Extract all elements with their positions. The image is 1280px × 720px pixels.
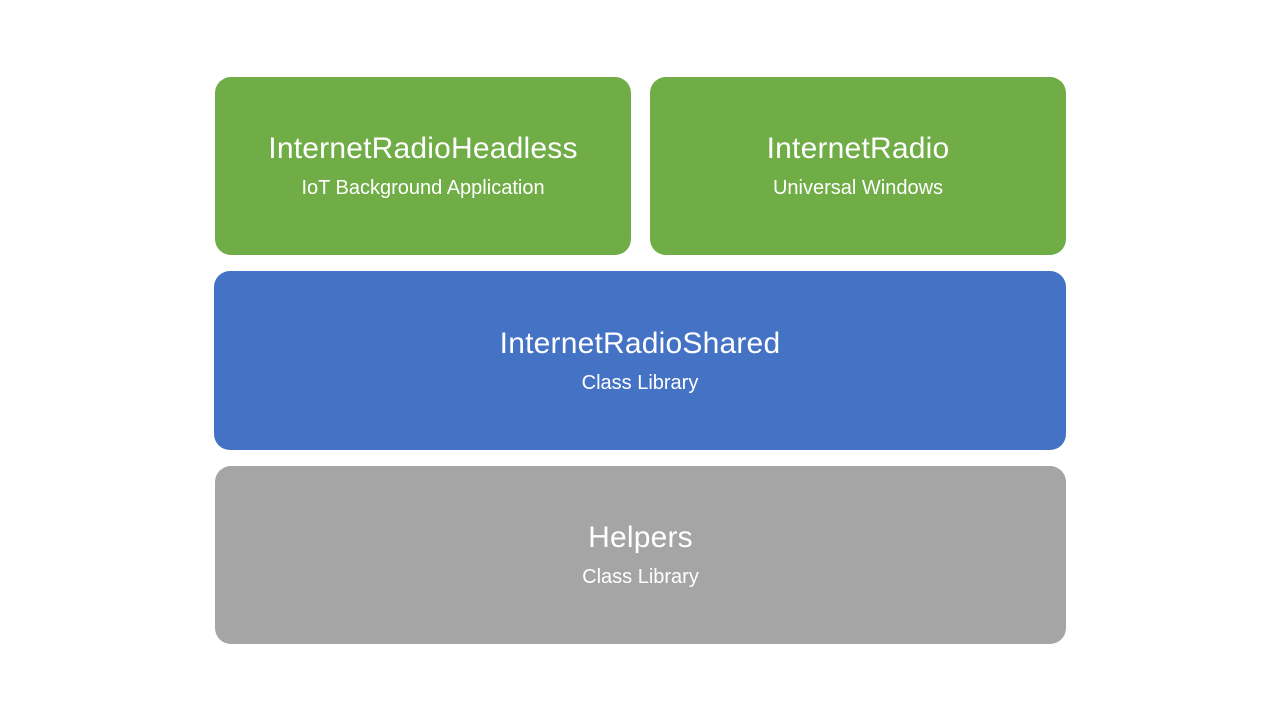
box-subtitle: IoT Background Application — [301, 177, 545, 199]
internet-radio-shared-box: InternetRadioShared Class Library — [214, 271, 1066, 450]
box-subtitle: Universal Windows — [772, 177, 944, 199]
box-title: Helpers — [588, 521, 693, 554]
internet-radio-headless-box: InternetRadioHeadless IoT Background App… — [215, 77, 631, 255]
box-subtitle: Class Library — [582, 566, 699, 588]
box-title: InternetRadio — [766, 132, 950, 165]
box-title: InternetRadioShared — [499, 326, 781, 360]
box-title: InternetRadioHeadless — [268, 132, 578, 165]
box-subtitle: Class Library — [581, 371, 699, 394]
helpers-box: Helpers Class Library — [215, 466, 1066, 644]
internet-radio-box: InternetRadio Universal Windows — [650, 77, 1066, 255]
